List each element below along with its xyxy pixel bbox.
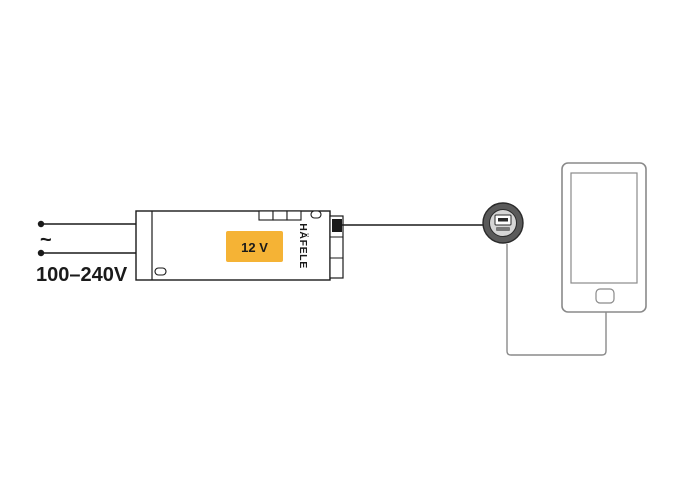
mounting-hole-bottom — [154, 267, 167, 276]
ac-symbol: ~ — [40, 229, 52, 251]
terminal-slot — [272, 210, 288, 221]
brand-logo-text: HÄFELE — [297, 223, 310, 269]
smartphone-icon — [561, 162, 647, 313]
ac-input: ~ 100–240V — [36, 220, 136, 286]
mounting-hole-top — [310, 210, 322, 219]
output-plug — [332, 219, 342, 232]
output-voltage-badge — [226, 231, 283, 262]
usb-port-lower — [496, 227, 510, 231]
usb-socket-icon — [482, 202, 524, 244]
charging-cable — [506, 244, 607, 356]
terminal-slot — [258, 210, 274, 221]
terminal-slot — [286, 210, 302, 221]
output-voltage-label: 12 V — [241, 240, 268, 255]
led-driver: 12 V HÄFELE — [135, 210, 344, 281]
phone-home-button — [595, 288, 615, 304]
usb-port-contacts — [498, 218, 508, 222]
phone-screen — [570, 172, 638, 284]
voltage-range-label: 100–240V — [36, 264, 128, 286]
